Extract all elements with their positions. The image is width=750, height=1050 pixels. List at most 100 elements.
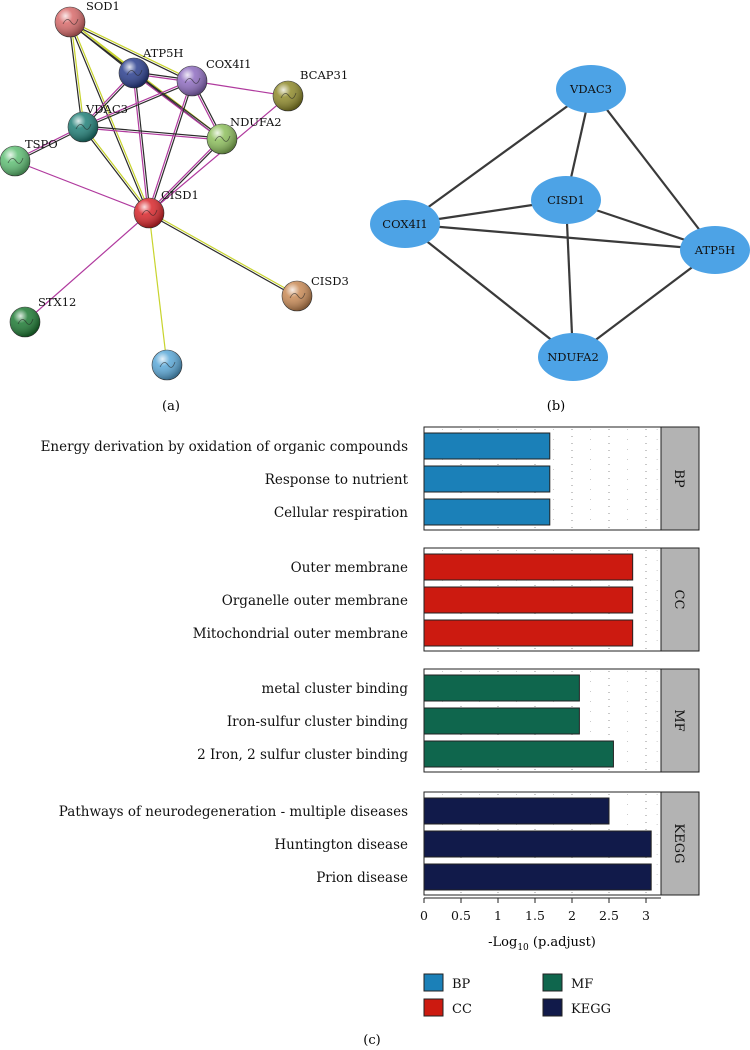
node-vdac3[interactable]: VDAC3 [556, 65, 626, 113]
facet-strip-label: BP [671, 469, 686, 488]
edge-atp5h-cisd1 [134, 72, 151, 213]
legend-label: CC [452, 1002, 472, 1017]
category-label: Energy derivation by oxidation of organi… [41, 439, 408, 455]
node-sod1[interactable]: SOD1 [54, 0, 120, 38]
panel-label-a: (a) [162, 399, 180, 414]
node-cisd1[interactable]: CISD1 [531, 176, 601, 224]
bar-prion-disease [423, 863, 652, 891]
node-label: CISD1 [161, 188, 199, 202]
edge-bcap31-cisd1 [148, 95, 289, 214]
edge-vdac3-cox4i1 [404, 88, 592, 225]
node-ndufa2[interactable]: NDUFA2 [538, 333, 608, 381]
legend-item-mf: MF [542, 973, 593, 992]
node-atp5h[interactable]: ATP5H [118, 46, 183, 89]
node-label: CISD1 [547, 193, 585, 207]
protein-structure-icon [280, 92, 297, 99]
node-cisd1[interactable]: CISD1 [133, 188, 199, 229]
legend-label: BP [452, 977, 471, 992]
node-cox4i1[interactable]: COX4I1 [370, 200, 440, 248]
category-label: Iron-sulfur cluster binding [227, 714, 409, 730]
node-gloss [152, 350, 182, 380]
node-ndufa2[interactable]: NDUFA2 [206, 115, 282, 155]
chart-facets: Energy derivation by oxidation of organi… [41, 426, 700, 896]
node-label: VDAC3 [569, 82, 612, 96]
node-ellipse [370, 200, 440, 248]
category-label: Response to nutrient [265, 472, 409, 488]
legend-item-bp: BP [423, 973, 471, 992]
legend-swatch [423, 998, 444, 1017]
node-ellipse [680, 226, 750, 274]
edge-sod1-vdac3 [68, 22, 83, 128]
protein-structure-icon [62, 18, 79, 25]
x-tick-label: 1 [494, 908, 502, 923]
bar-metal-cluster-binding [423, 674, 580, 702]
node-gloss [273, 81, 303, 111]
facet-bp: Energy derivation by oxidation of organi… [41, 426, 700, 531]
node-label: BCAP31 [300, 68, 348, 82]
edge-cox4i1-bcap31 [191, 80, 289, 97]
node-stx12[interactable]: STX12 [9, 295, 76, 338]
edge-atp5h-cisd1 [132, 73, 149, 214]
node-gloss [55, 7, 85, 37]
node-label: ATP5H [694, 243, 735, 257]
x-tick-label: 2 [568, 908, 576, 923]
category-label: 2 Iron, 2 sulfur cluster binding [197, 747, 408, 763]
panel-label-b: (b) [547, 399, 565, 414]
category-label: Cellular respiration [274, 505, 408, 521]
bar-pathways-of-neurodegeneration-multiple-diseases [423, 797, 610, 825]
facet-strip-label: CC [671, 590, 686, 610]
edge-vdac3-cisd1 [81, 127, 149, 214]
node-cisd3[interactable]: CISD3 [281, 274, 349, 312]
node-ellipse [556, 65, 626, 113]
edge-cox4i1-cisd1 [147, 80, 192, 213]
protein-structure-icon [75, 123, 92, 130]
edge-atp5h-ndufa2 [572, 249, 716, 358]
edge-cisd1-unlabeled [148, 212, 168, 366]
legend-swatch [423, 973, 444, 992]
node-unlabeled[interactable] [151, 349, 183, 381]
facet-strip-label: KEGG [671, 824, 686, 864]
node-vdac3[interactable]: VDAC3 [67, 102, 128, 143]
edge-cox4i1-ndufa2 [404, 223, 574, 358]
protein-structure-icon [184, 77, 201, 84]
edge-tspo-cisd1 [14, 160, 150, 214]
enrichment-bar-chart: Energy derivation by oxidation of organi… [41, 426, 700, 1017]
legend-swatch [542, 973, 563, 992]
node-gloss [207, 124, 237, 154]
protein-structure-icon [7, 157, 24, 164]
edge-cisd1-ndufa2 [564, 199, 575, 358]
category-label: Mitochondrial outer membrane [193, 626, 408, 642]
node-tspo[interactable]: TSPO [0, 137, 58, 177]
legend-label: KEGG [571, 1002, 611, 1017]
facet-strip [660, 426, 700, 531]
bar-2-iron-2-sulfur-cluster-binding [423, 740, 614, 768]
edge-vdac3-cisd1 [83, 126, 151, 213]
x-tick-label: 3 [642, 908, 650, 923]
edge-ndufa2-cisd1 [149, 139, 224, 215]
legend-swatch [542, 998, 563, 1017]
node-label: STX12 [38, 295, 76, 309]
node-gloss [68, 112, 98, 142]
bar-outer-membrane [423, 553, 634, 581]
node-atp5h[interactable]: ATP5H [680, 226, 750, 274]
edge-atp5h-ndufa2 [133, 73, 222, 141]
node-cox4i1[interactable]: COX4I1 [176, 57, 251, 97]
category-label: Huntington disease [274, 837, 408, 853]
edge-ndufa2-cisd1 [147, 137, 222, 213]
node-bcap31[interactable]: BCAP31 [272, 68, 348, 112]
bar-iron-sulfur-cluster-binding [423, 707, 580, 735]
bar-response-to-nutrient [423, 465, 551, 493]
node-label: CISD3 [311, 274, 349, 288]
x-tick-label: 2.5 [599, 908, 619, 923]
protein-structure-icon [17, 318, 34, 325]
node-gloss [282, 281, 312, 311]
edge-cox4i1-atp5h [404, 222, 716, 252]
category-label: Pathways of neurodegeneration - multiple… [59, 804, 408, 820]
node-label: ATP5H [142, 46, 183, 60]
category-label: metal cluster binding [262, 681, 409, 697]
category-label: Prion disease [316, 870, 408, 886]
legend-label: MF [571, 977, 593, 992]
